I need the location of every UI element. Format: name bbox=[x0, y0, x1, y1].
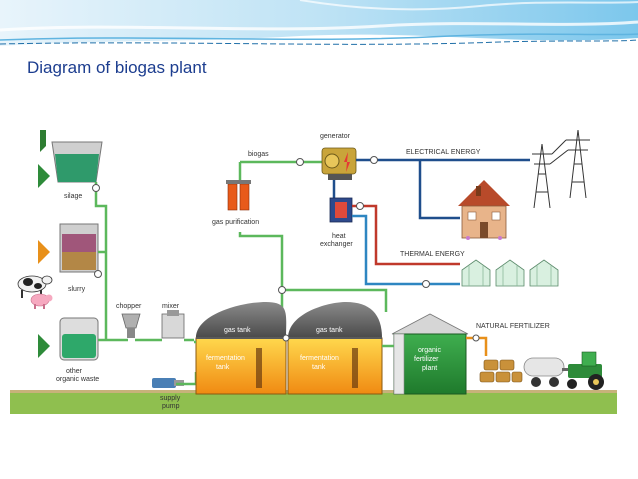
feed-pipe bbox=[94, 182, 128, 342]
supply-pump-label-line1: supply bbox=[160, 395, 181, 402]
valve-icon bbox=[472, 334, 480, 342]
cow-icon bbox=[17, 275, 53, 298]
natural-fertilizer-label: NATURAL FERTILIZER bbox=[476, 323, 550, 330]
fermentation-tank-1-label-line1: fermentation bbox=[206, 355, 245, 362]
supply-pump-label-line2: pump bbox=[162, 403, 180, 410]
gas-purification-label: gas purification bbox=[212, 219, 259, 226]
tanker-trailer-icon bbox=[523, 357, 568, 387]
slide-title: Diagram of biogas plant bbox=[27, 58, 207, 77]
valve-icon bbox=[422, 280, 430, 288]
header-banner bbox=[0, 0, 638, 46]
valve-icon bbox=[296, 158, 304, 166]
valve-icon bbox=[356, 202, 364, 210]
biogas-plant-diagram: silage slurry other org bbox=[10, 129, 617, 414]
electrical-energy-label: ELECTRICAL ENERGY bbox=[406, 149, 481, 156]
mixer: mixer bbox=[161, 303, 185, 339]
valve-icon bbox=[94, 270, 102, 278]
ground bbox=[10, 392, 617, 414]
tractor-icon bbox=[567, 351, 604, 390]
valve-icon bbox=[282, 334, 290, 342]
fermentation-tank-2: gas tank fermentation tank bbox=[287, 302, 383, 395]
house-icon bbox=[458, 180, 510, 240]
heat-exchanger-label-line1: heat bbox=[332, 233, 346, 240]
chopper-label: chopper bbox=[116, 303, 142, 310]
generator: generator bbox=[320, 133, 357, 180]
thermal-energy-label: THERMAL ENERGY bbox=[400, 251, 465, 258]
other-waste-label-line2: organic waste bbox=[56, 376, 99, 383]
mixer-label: mixer bbox=[162, 303, 180, 310]
heat-exchanger-label-line2: exchanger bbox=[320, 241, 353, 248]
organic-fertilizer-plant: organic fertilizer plant bbox=[391, 313, 469, 395]
greenhouse-icon bbox=[461, 259, 559, 287]
pig-icon bbox=[30, 293, 53, 309]
fermentation-tank-1-label-line2: tank bbox=[216, 364, 230, 371]
electrical-line bbox=[332, 158, 530, 220]
biogas-label: biogas bbox=[248, 151, 269, 158]
biogas-pipe bbox=[238, 160, 388, 322]
gas-purification-unit: gas purification bbox=[212, 180, 259, 226]
fertilizer-plant-label-line1: organic bbox=[418, 347, 441, 354]
valve-icon bbox=[278, 286, 286, 294]
heat-exchanger: heat exchanger bbox=[320, 197, 353, 248]
generator-label: generator bbox=[320, 133, 351, 140]
other-organic-waste-hopper: other organic waste bbox=[38, 317, 99, 383]
power-pylon-icon bbox=[532, 129, 590, 209]
chopper: chopper bbox=[116, 303, 142, 338]
thermal-line-cold bbox=[352, 214, 460, 286]
fermentation-tank-1: gas tank fermentation tank bbox=[195, 302, 287, 395]
valve-icon bbox=[92, 184, 100, 192]
slurry-label: slurry bbox=[68, 286, 86, 293]
gas-tank-1-label: gas tank bbox=[224, 327, 251, 334]
valve-icon bbox=[370, 156, 378, 164]
gas-tank-2-label: gas tank bbox=[316, 327, 343, 334]
hay-bales-icon bbox=[479, 359, 523, 383]
fertilizer-plant-label-line3: plant bbox=[422, 365, 437, 372]
slurry-hopper: slurry bbox=[38, 223, 99, 293]
other-waste-label-line1: other bbox=[66, 368, 83, 375]
fertilizer-plant-label-line2: fertilizer bbox=[414, 356, 439, 363]
fermentation-tank-2-label-line1: fermentation bbox=[300, 355, 339, 362]
fermentation-tank-2-label-line2: tank bbox=[312, 364, 326, 371]
silage-label: silage bbox=[64, 193, 82, 200]
